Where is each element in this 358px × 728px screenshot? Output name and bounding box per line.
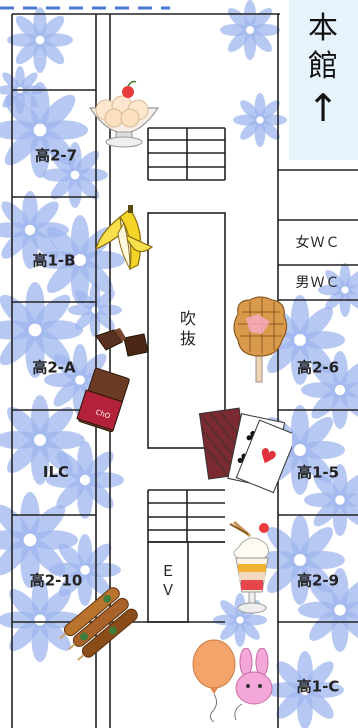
room-kou2-10[interactable]: 高2-10 — [29, 571, 83, 590]
waffle-on-stick-icon — [233, 296, 288, 383]
elevator-label: ＥＶ — [158, 563, 177, 601]
up-arrow-icon: ↑ — [307, 86, 339, 130]
room-kou1-b[interactable]: 高1-B — [32, 251, 76, 270]
room-kou1-c[interactable]: 高1-C — [296, 677, 340, 696]
main-building-label: 本館 — [308, 11, 338, 84]
room-kou2-a[interactable]: 高2-A — [32, 358, 76, 377]
room-kou2-9[interactable]: 高2-9 — [296, 571, 340, 590]
atrium-label: 吹抜 — [177, 310, 196, 350]
restroom-women: 女ＷＣ — [295, 235, 341, 251]
fruit-dessert-bowl-icon — [88, 80, 160, 148]
room-kou2-6[interactable]: 高2-6 — [296, 358, 340, 377]
skewers-icon — [59, 587, 138, 661]
room-kou2-7[interactable]: 高2-7 — [34, 146, 78, 165]
chocolate-bar-icon: ChO — [76, 367, 130, 432]
room-kou1-5[interactable]: 高1-5 — [296, 463, 340, 482]
bunny-balloon-icon — [234, 648, 273, 721]
balloon-icon — [192, 639, 236, 722]
chocolate-pieces-icon — [95, 328, 149, 357]
main-building-area — [289, 0, 358, 160]
parfait-icon — [229, 520, 270, 614]
banana-icon — [95, 205, 154, 271]
room-ilc[interactable]: ILC — [42, 463, 70, 481]
restroom-men: 男ＷＣ — [295, 275, 341, 291]
playing-cards-icon: ♣ ♣ ♥ — [198, 407, 292, 494]
